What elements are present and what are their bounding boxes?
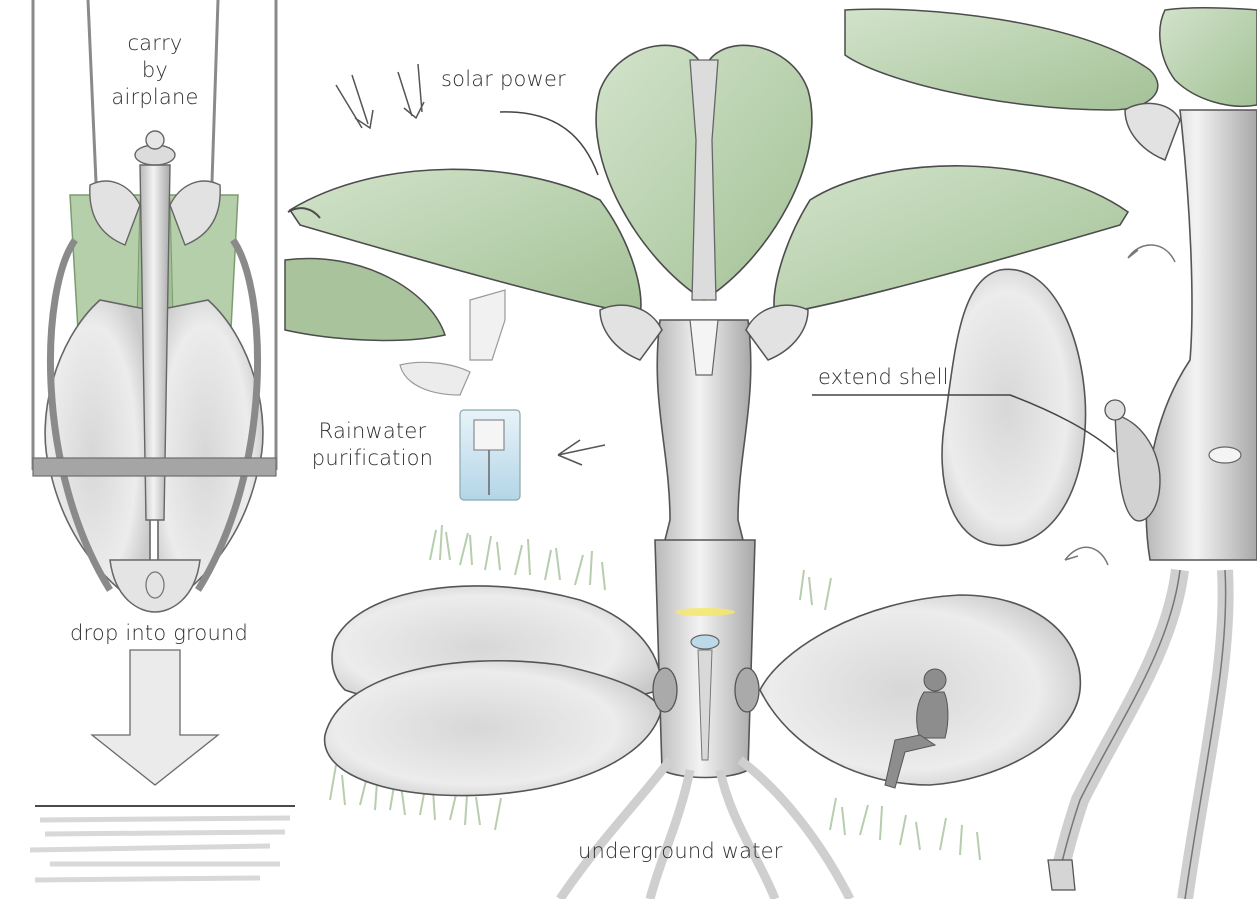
solar-power-label: solar power: [441, 66, 566, 93]
rainwater-line-2: purification: [300, 445, 445, 472]
carry-label: carry by airplane: [100, 30, 210, 111]
solar-arrows: [336, 64, 424, 128]
left-partial-leaf: [285, 258, 445, 340]
carry-line-3: airplane: [100, 84, 210, 111]
drop-arrow: [92, 650, 218, 785]
extend-shell-label: extend shell: [818, 364, 949, 391]
solar-leader-line: [500, 112, 598, 175]
carry-line-1: carry: [100, 30, 210, 57]
ground-line: [30, 806, 295, 880]
underground-water-label: underground water: [578, 838, 783, 865]
carry-line-2: by: [100, 57, 210, 84]
plant-stem: [560, 305, 850, 899]
drop-label: drop into ground: [70, 620, 248, 647]
rainwater-label: Rainwater purification: [300, 418, 445, 472]
rainwater-line-1: Rainwater: [300, 418, 445, 445]
